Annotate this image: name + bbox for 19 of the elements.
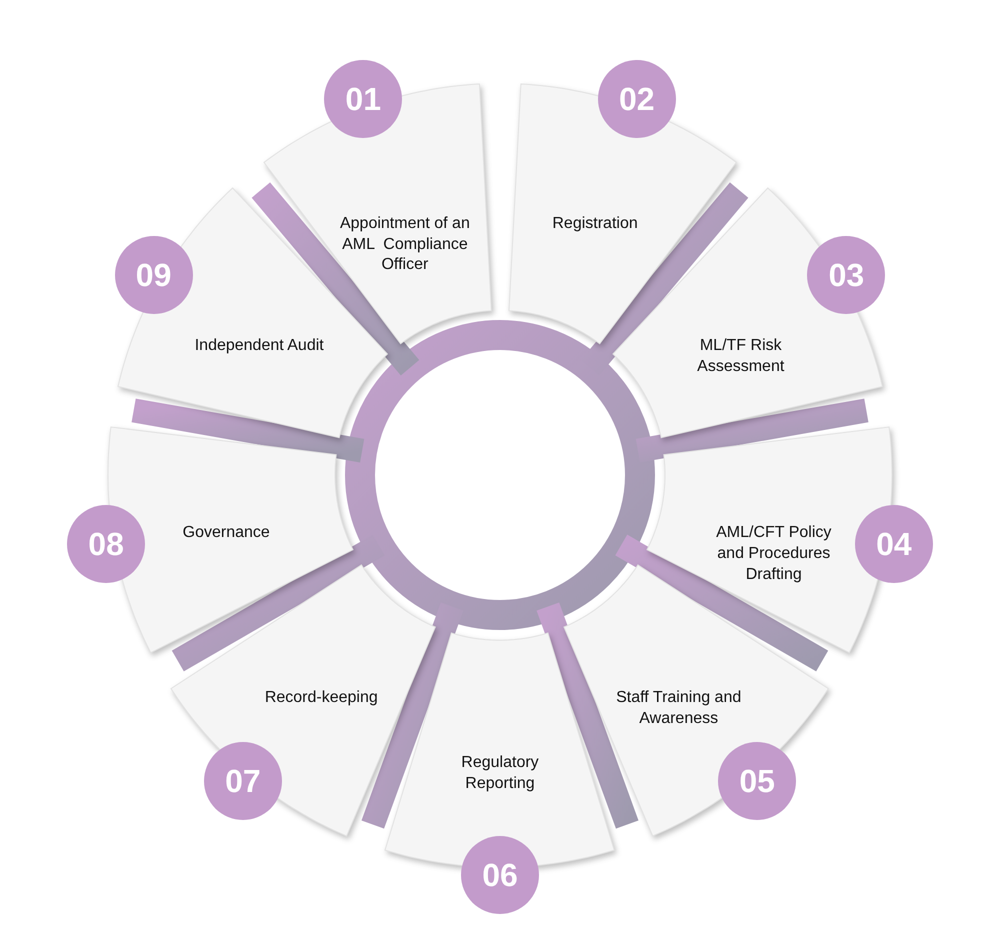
step-number-badge: 08 [67,505,146,584]
segment-card [171,564,436,836]
step-label: AML/CFT Policy and Procedures Drafting [715,523,832,585]
segment-card [564,564,829,836]
step-label: Governance [182,523,271,544]
step-label: Record-keeping [264,688,379,708]
step-label: ML/TF Risk Assessment [696,336,786,377]
step-number-badge: 09 [114,236,193,314]
step-number-badge: 07 [204,742,282,820]
step-label: Independent Audit [194,336,325,356]
step-number-badge: 01 [324,60,402,138]
step-label: Registration [551,214,639,234]
step-number-badge: 06 [461,836,539,914]
step-label: Regulatory Reporting [460,752,540,794]
step-number-badge: 02 [598,60,676,138]
step-number-badge: 03 [807,236,886,314]
step-number-badge: 05 [718,742,796,820]
step-label: Appointment of an AML Compliance Officer [338,214,471,276]
step-label: Staff Training and Awareness [615,688,742,729]
